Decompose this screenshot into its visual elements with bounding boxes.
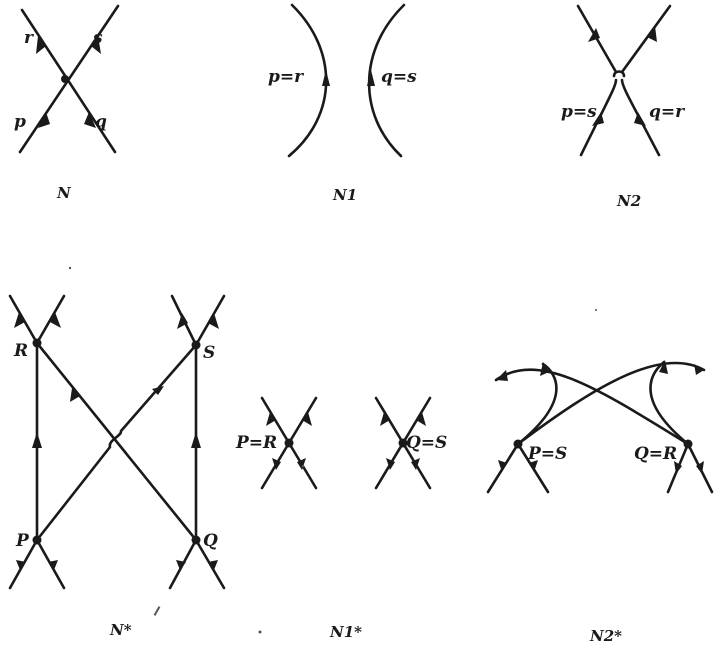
node-p-eq-s <box>513 439 523 449</box>
arrow-icon <box>208 560 218 570</box>
arrow-icon <box>367 70 375 86</box>
edge-r-q <box>35 341 198 542</box>
arc-inner-right <box>649 360 690 446</box>
arrow-icon <box>177 313 188 329</box>
label-Q-eq-S: Q=S <box>406 433 447 453</box>
arrow-icon <box>496 370 508 381</box>
label-q: q <box>95 112 107 132</box>
strand-lower-right <box>620 78 661 157</box>
arrow-icon <box>208 313 219 329</box>
label-p: p <box>14 112 26 132</box>
label-q-eq-r: q=r <box>649 102 685 122</box>
arrow-icon <box>50 312 61 328</box>
arrow-icon <box>176 560 186 570</box>
arrow-icon <box>322 70 330 86</box>
arrow-icon <box>48 560 58 570</box>
caption-n1: N1 <box>332 186 357 204</box>
caption-n: N <box>56 184 72 202</box>
label-p-eq-s: p=s <box>561 102 597 122</box>
label-R: R <box>13 341 28 361</box>
label-Q-eq-R: Q=R <box>634 444 677 464</box>
node-p <box>32 535 42 545</box>
edge-p-s <box>35 343 198 542</box>
diagram-n1: p=r q=s N1 <box>268 3 417 204</box>
label-P: P <box>15 531 30 551</box>
diagram-n1-star: P=R Q=S N1* <box>235 396 447 641</box>
arrow-icon <box>696 461 704 474</box>
arrow-icon <box>38 112 50 128</box>
arrow-icon <box>540 362 549 376</box>
label-P-eq-R: P=R <box>235 433 277 453</box>
node-q <box>191 535 201 545</box>
label-P-eq-S: P=S <box>527 444 567 464</box>
leg-r-out-right <box>35 294 66 345</box>
arc-outer-right <box>516 361 706 446</box>
arrow-icon <box>694 364 704 375</box>
arrow-icon <box>191 432 201 448</box>
label-q-eq-s: q=s <box>381 67 417 87</box>
arrow-icon <box>91 36 101 54</box>
caption-n2-star: N2* <box>589 627 622 645</box>
arrow-icon <box>411 458 420 470</box>
crossing-node <box>61 75 69 83</box>
strand-q-to-r <box>20 8 117 154</box>
diagram-n2: p=s q=r N2 <box>561 4 685 210</box>
arc-outer-left <box>494 368 690 446</box>
arrow-icon <box>380 412 390 426</box>
caption-n1-star: N1* <box>329 623 362 641</box>
arrow-icon <box>152 386 164 395</box>
arrow-icon <box>84 112 96 128</box>
label-S: S <box>203 343 215 363</box>
node-p-eq-r <box>284 438 294 448</box>
arrow-icon <box>16 560 26 570</box>
diagram-n2-star: P=S Q=R N2* <box>486 360 714 645</box>
strand-upper-right <box>620 4 672 74</box>
arrow-icon <box>529 460 538 472</box>
arrow-icon <box>297 458 306 470</box>
arrow-icon <box>302 412 312 426</box>
label-Q: Q <box>203 531 218 551</box>
diagram-n: r s p q N <box>14 4 120 202</box>
node-r <box>32 338 42 348</box>
arrow-icon <box>32 432 42 448</box>
arrow-icon <box>592 112 604 126</box>
node-q-eq-s <box>398 438 408 448</box>
arrow-icon <box>36 36 46 54</box>
strand-lower-left <box>579 78 618 157</box>
arrow-icon <box>70 388 80 402</box>
scan-noise <box>68 266 597 634</box>
label-p-eq-r: p=r <box>268 67 304 87</box>
arrow-icon <box>386 458 395 470</box>
arc-inner-left <box>516 362 558 446</box>
arrow-icon <box>272 458 281 470</box>
caption-n-star: N* <box>109 621 132 639</box>
arrow-icon <box>674 461 682 474</box>
caption-n2: N2 <box>616 192 641 210</box>
arrow-icon <box>588 28 600 42</box>
label-r: r <box>24 28 34 48</box>
node-s <box>191 340 201 350</box>
arrow-icon <box>266 412 276 426</box>
arrow-icon <box>498 460 507 472</box>
crossing-bridge <box>612 70 626 78</box>
node-q-eq-r <box>683 439 693 449</box>
arrow-icon <box>659 360 668 374</box>
arrow-icon <box>634 112 646 126</box>
diagram-n-star: R S P Q N* <box>8 294 226 639</box>
arrow-icon <box>416 412 426 426</box>
label-s: s <box>92 28 103 48</box>
arrow-icon <box>647 26 657 42</box>
arrow-icon <box>14 312 25 328</box>
